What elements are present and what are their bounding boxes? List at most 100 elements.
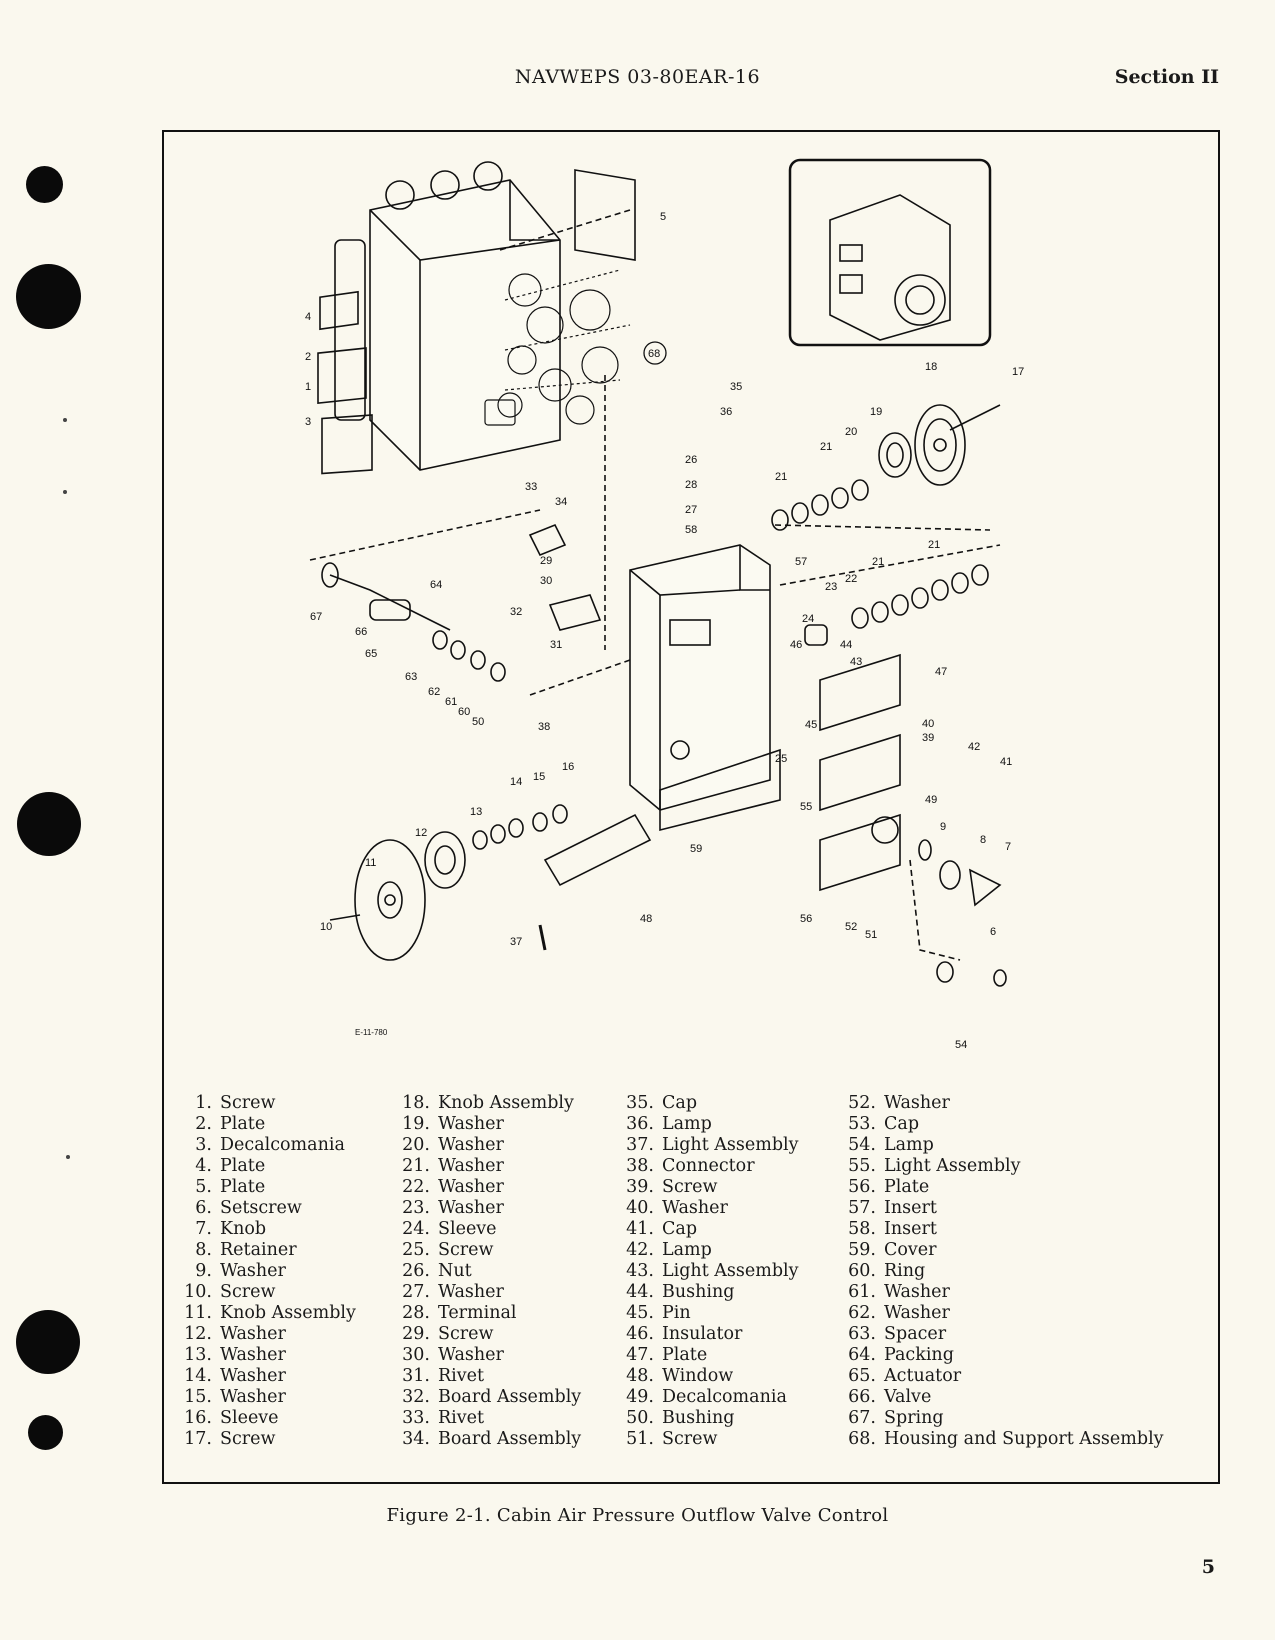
callout-37: 37 — [510, 936, 522, 948]
part-number: 42. — [626, 1240, 654, 1260]
part-name: Screw — [438, 1324, 494, 1344]
part-list-item: 26.Nut — [400, 1261, 581, 1282]
part-name: Lamp — [662, 1240, 712, 1260]
part-name: Washer — [884, 1303, 950, 1323]
callout-57: 57 — [795, 556, 807, 568]
part-name: Bushing — [662, 1408, 735, 1428]
part-number: 3. — [195, 1135, 212, 1155]
part-number: 32. — [402, 1387, 430, 1407]
part-list-item: 14.Washer — [182, 1366, 356, 1387]
callout-66: 66 — [355, 626, 367, 638]
callout-2: 2 — [305, 351, 311, 363]
part-number: 7. — [195, 1219, 212, 1239]
part-list-item: 48.Window — [624, 1366, 799, 1387]
part-list-item: 41.Cap — [624, 1219, 799, 1240]
callout-36: 36 — [720, 406, 732, 418]
part-name: Screw — [662, 1429, 718, 1449]
figure-code: E-11-780 — [355, 1028, 388, 1037]
part-number: 35. — [626, 1093, 654, 1113]
part-number: 45. — [626, 1303, 654, 1323]
part-list-item: 38.Connector — [624, 1156, 799, 1177]
callout-31: 31 — [550, 639, 562, 651]
part-name: Board Assembly — [438, 1429, 582, 1449]
part-name: Connector — [662, 1156, 755, 1176]
part-number: 27. — [402, 1282, 430, 1302]
callout-9: 9 — [940, 821, 946, 833]
part-list-item: 58.Insert — [846, 1219, 1164, 1240]
part-name: Light Assembly — [884, 1156, 1021, 1176]
part-name: Window — [662, 1366, 734, 1386]
part-list-item: 45.Pin — [624, 1303, 799, 1324]
part-number: 4. — [195, 1156, 212, 1176]
callout-16: 16 — [562, 761, 574, 773]
part-name: Lamp — [662, 1114, 712, 1134]
part-number: 50. — [626, 1408, 654, 1428]
part-list-item: 10.Screw — [182, 1282, 356, 1303]
callout-45: 45 — [805, 719, 817, 731]
callout-48: 48 — [640, 913, 652, 925]
part-number: 10. — [184, 1282, 212, 1302]
part-list-item: 20.Washer — [400, 1135, 581, 1156]
part-list-item: 5.Plate — [182, 1177, 356, 1198]
callout-17: 17 — [1012, 366, 1024, 378]
part-number: 16. — [184, 1408, 212, 1428]
part-list-item: 63.Spacer — [846, 1324, 1164, 1345]
part-list-item: 52.Washer — [846, 1093, 1164, 1114]
part-name: Insert — [884, 1219, 937, 1239]
part-number: 30. — [402, 1345, 430, 1365]
section-label: Section II — [1114, 66, 1219, 88]
part-list-item: 12.Washer — [182, 1324, 356, 1345]
part-list-item: 53.Cap — [846, 1114, 1164, 1135]
part-list-item: 46.Insulator — [624, 1324, 799, 1345]
part-name: Nut — [438, 1261, 472, 1281]
part-list-item: 51. Screw — [624, 1429, 799, 1450]
part-name: Terminal — [438, 1303, 517, 1323]
part-number: 15. — [184, 1387, 212, 1407]
part-name: Washer — [438, 1282, 504, 1302]
part-number: 54. — [848, 1135, 876, 1155]
exploded-view-illustration: 4 2 1 3 5 68 18 17 19 20 21 21 35 36 26 … — [305, 158, 1024, 1050]
part-name: Washer — [662, 1198, 728, 1218]
callout-55: 55 — [800, 801, 812, 813]
part-list-item: 8.Retainer — [182, 1240, 356, 1261]
part-list-item: 56.Plate — [846, 1177, 1164, 1198]
part-number: 24. — [402, 1219, 430, 1239]
part-list-item: 11.Knob Assembly — [182, 1303, 356, 1324]
callout-4: 4 — [305, 311, 311, 323]
part-list-item: 44.Bushing — [624, 1282, 799, 1303]
part-name: Washer — [220, 1345, 286, 1365]
callout-44: 44 — [840, 639, 852, 651]
callout-14: 14 — [510, 776, 522, 788]
part-number: 28. — [402, 1303, 430, 1323]
part-list-item: 34.Board Assembly — [400, 1429, 581, 1450]
part-number: 33. — [402, 1408, 430, 1428]
part-list-item: 43.Light Assembly — [624, 1261, 798, 1282]
callout-12: 12 — [415, 827, 427, 839]
callout-41: 41 — [1000, 756, 1012, 768]
part-name: Washer — [438, 1345, 504, 1365]
part-number: 68. — [848, 1429, 876, 1449]
part-number: 21. — [402, 1156, 430, 1176]
part-number: 55. — [848, 1156, 876, 1176]
part-number: 41. — [626, 1219, 654, 1239]
part-name: Decalcomania — [220, 1135, 345, 1155]
part-list-item: 57.Insert — [846, 1198, 1164, 1219]
callout-13: 13 — [470, 806, 482, 818]
part-list-item: 62.Washer — [846, 1303, 1164, 1324]
part-number: 40. — [626, 1198, 654, 1218]
callout-54: 54 — [955, 1039, 967, 1050]
callout-33: 33 — [525, 481, 537, 493]
callout-68: 68 — [648, 348, 660, 360]
part-number: 51. — [626, 1429, 654, 1449]
part-number: 57. — [848, 1198, 876, 1218]
callout-40: 40 — [922, 718, 934, 730]
part-name: Insulator — [662, 1324, 743, 1344]
part-number: 49. — [626, 1387, 654, 1407]
part-name: Washer — [884, 1282, 950, 1302]
callout-18: 18 — [925, 361, 937, 373]
callout-11: 11 — [365, 857, 376, 869]
part-list-item: 29.Screw — [400, 1324, 581, 1345]
binder-hole — [28, 1415, 63, 1450]
part-name: Bushing — [662, 1282, 735, 1302]
